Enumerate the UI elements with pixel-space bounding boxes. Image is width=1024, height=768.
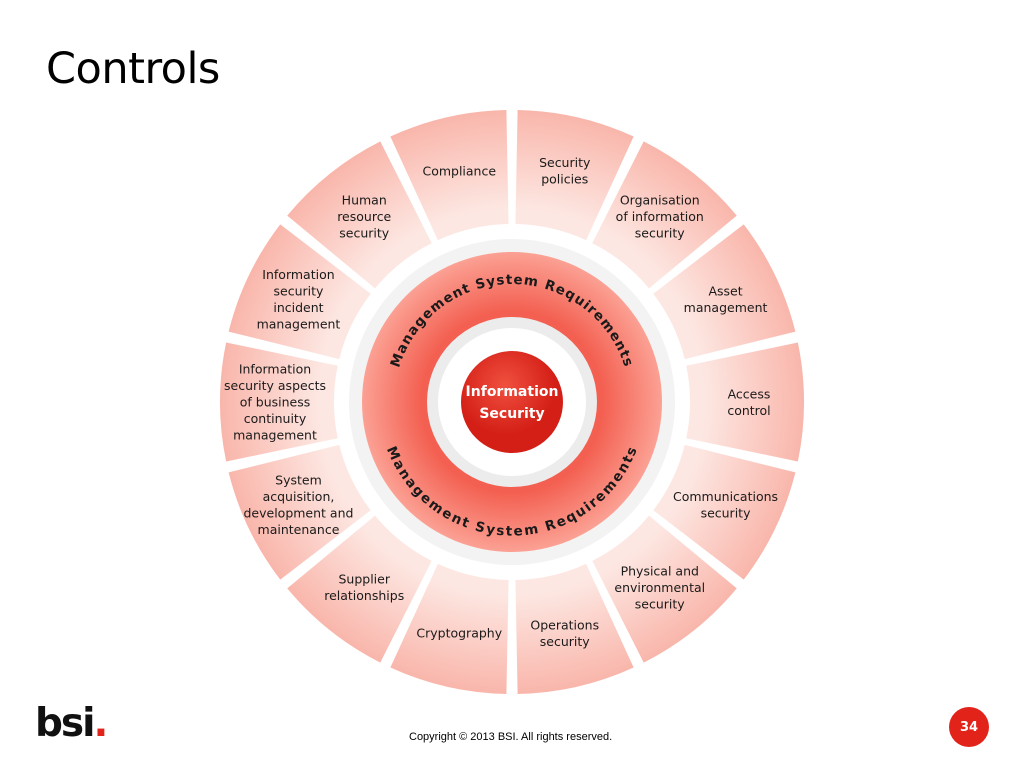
segment-shape [228,224,371,360]
segment-label-line: management [257,316,341,331]
copyright-text: Copyright © 2013 BSI. All rights reserve… [409,731,613,743]
segment-label-line: security [635,596,686,611]
segment-label-line: Human [342,193,387,208]
segment-label: Compliance [422,163,496,178]
segment-security-policies: Security policies [515,110,634,241]
segment-shape [287,515,432,663]
slide-title: Controls [46,44,220,94]
segment-shape [228,444,371,580]
segment-label-line: of information [616,209,704,224]
segment-label-line: security [635,226,686,241]
segment-label-line: Cryptography [416,626,502,641]
bsi-logo: bsi. [35,701,109,746]
segment-shape [686,342,804,462]
segment-label-line: development and [243,506,353,521]
logo-text: bsi [35,701,95,746]
segment-shape [653,224,796,360]
segment-label: Security policies [539,155,591,187]
segment-label-line: environmental [614,580,705,595]
segment-label-line: security [274,283,325,298]
segment-label-line: policies [541,172,588,187]
segment-label: Access control [727,386,770,418]
segment-label-line: continuity [244,411,307,426]
segment-label-line: Operations [530,617,599,632]
segment-access-control: Access control [686,342,804,462]
segment-shape [220,342,338,462]
segment-shape [653,444,796,580]
segment-label-line: control [727,403,770,418]
segment-label: Communications security [673,489,778,521]
segment-label-line: Communications [673,489,778,504]
segment-label-line: security [540,634,591,649]
segment-label-line: incident [273,300,323,315]
segment-shape [592,515,737,663]
segment-label-line: Access [728,386,771,401]
center-label-line: Security [479,406,544,422]
center-label-line: Information [466,384,559,400]
segment-label-line: resource [337,209,391,224]
segment-label-line: Organisation [620,193,700,208]
segment-label: Operations security [530,617,599,649]
segment-shape [515,563,634,694]
page-number-badge: 34 [949,707,989,747]
segment-label: Asset management [684,283,768,315]
segment-label-line: acquisition, [263,489,335,504]
segment-shape [390,563,509,694]
segment-label-line: security [701,506,752,521]
segment-cryptography: Cryptography [390,563,509,694]
segment-communications-security: Communications security [653,444,796,580]
segment-label-line: Compliance [422,163,496,178]
segment-compliance: Compliance [390,110,509,241]
segment-label-line: Security [539,155,591,170]
segment-shape [390,110,509,241]
segment-shape [287,141,432,289]
segment-label-line: security [339,226,390,241]
segment-label: Cryptography [416,626,502,641]
logo-dot: . [93,701,109,746]
segment-label-line: maintenance [258,522,340,537]
segment-label-line: relationships [324,588,404,603]
center-circle [461,351,563,453]
segment-label-line: management [684,300,768,315]
segment-label-line: Supplier [338,572,390,587]
segment-label-line: of business [240,395,311,410]
segment-label-line: security aspects [224,378,326,393]
segment-operations-security: Operations security [515,563,634,694]
segment-label-line: Physical and [621,563,699,578]
segment-label-line: System [275,473,322,488]
segment-shape [592,141,737,289]
segment-label-line: management [233,428,317,443]
segment-shape [515,110,634,241]
segment-label-line: Information [239,362,311,377]
segment-asset-management: Asset management [653,224,796,360]
segment-label-line: Asset [708,283,742,298]
segment-label-line: Information [262,267,334,282]
